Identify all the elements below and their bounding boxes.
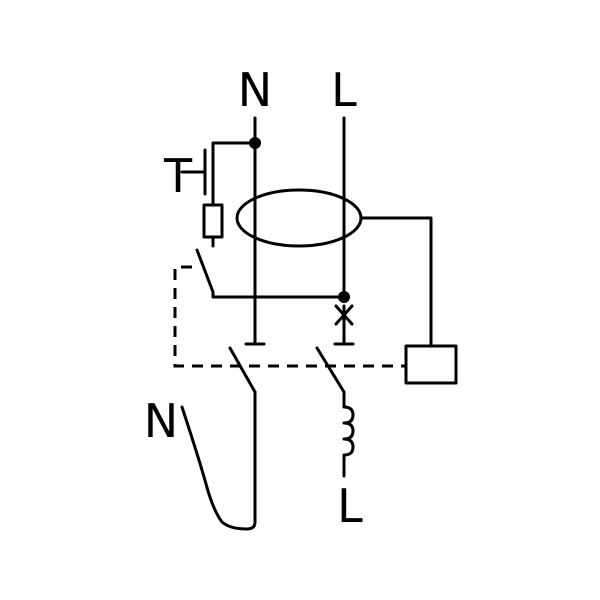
test-wire-bottom bbox=[211, 290, 346, 299]
label-bottom-l: L bbox=[337, 479, 363, 533]
neutral-switch-blade bbox=[228, 346, 257, 394]
test-wire-top bbox=[211, 141, 257, 207]
test-switch-blade bbox=[195, 248, 215, 294]
outgoing-neutral-wire bbox=[180, 390, 257, 531]
label-bottom-n: N bbox=[144, 394, 178, 448]
label-top-l: L bbox=[331, 63, 357, 117]
transformer-secondary-wire bbox=[359, 216, 433, 347]
label-top-n: N bbox=[238, 63, 272, 117]
test-resistor bbox=[202, 203, 224, 239]
overcurrent-coil bbox=[342, 390, 355, 478]
label-test-button: T bbox=[163, 149, 193, 203]
mechanical-linkage bbox=[173, 265, 406, 368]
line-switch-blade bbox=[315, 346, 346, 394]
trip-relay bbox=[404, 344, 458, 385]
